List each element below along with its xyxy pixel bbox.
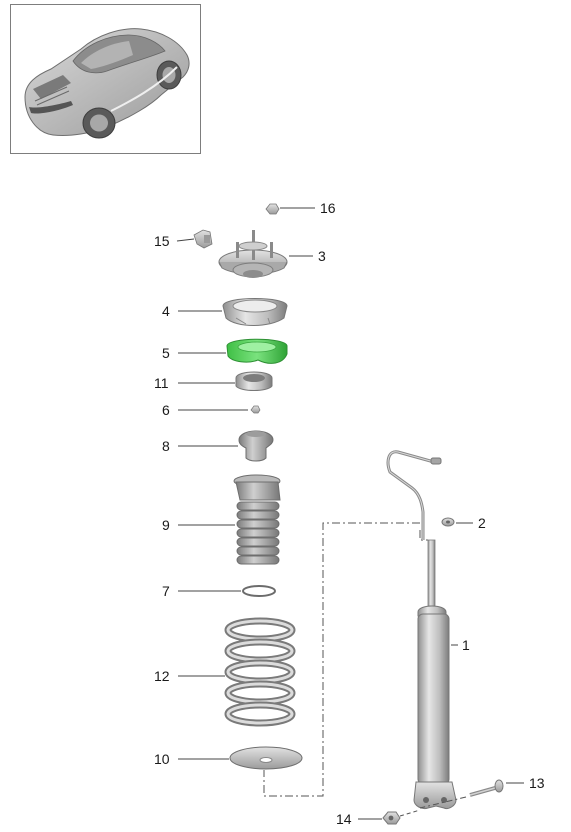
callout-1-label: 1 (462, 637, 470, 653)
part-10-washer-plate (229, 746, 303, 770)
bellows-fold (236, 546, 280, 556)
part-11-spacer-ring (235, 371, 273, 391)
callout-13-label: 13 (529, 775, 545, 791)
bolt-axis-line (419, 796, 467, 809)
part-13-bolt (469, 779, 504, 797)
callout-14[interactable]: 14 (336, 811, 382, 827)
bellows-fold (236, 555, 280, 565)
callout-9-label: 9 (162, 517, 170, 533)
callout-4[interactable]: 4 (162, 303, 222, 319)
part-16-nut (265, 203, 280, 215)
callout-3[interactable]: 3 (289, 248, 326, 264)
part-3-top-mount (218, 230, 288, 278)
callout-13[interactable]: 13 (506, 775, 545, 791)
bellows-fold (236, 537, 280, 547)
part-8-bump-stop (238, 430, 274, 462)
callout-15[interactable]: 15 (154, 233, 195, 249)
bellows-fold (236, 501, 280, 511)
bellows-fold (236, 528, 280, 538)
callout-3-label: 3 (318, 248, 326, 264)
callout-16[interactable]: 16 (280, 200, 336, 216)
callout-2-label: 2 (478, 515, 486, 531)
callout-14-label: 14 (336, 811, 352, 827)
part-9-dust-boot (233, 474, 281, 501)
callout-11-label: 11 (154, 375, 169, 391)
callout-10[interactable]: 10 (154, 751, 229, 767)
part-14-nut (382, 811, 401, 825)
callout-6[interactable]: 6 (162, 402, 248, 418)
callout-6-label: 6 (162, 402, 170, 418)
bellows-fold (236, 510, 280, 520)
callout-layer: 1 2 3 4 5 6 7 (154, 200, 545, 827)
part-12-coil-spring (224, 617, 296, 727)
vehicle-thumbnail (10, 4, 201, 154)
callout-2[interactable]: 2 (456, 515, 486, 531)
callout-15-label: 15 (154, 233, 170, 249)
callout-12-label: 12 (154, 668, 170, 684)
callout-12[interactable]: 12 (154, 668, 225, 684)
callout-8-label: 8 (162, 438, 170, 454)
part-6-nut (250, 405, 261, 414)
callout-1[interactable]: 1 (451, 637, 470, 653)
assembly-line (263, 522, 428, 797)
part-7-o-ring (242, 585, 276, 597)
part-15-clip (193, 229, 213, 249)
spring-coil-highlight (226, 703, 294, 725)
part-5-spacer-highlighted (226, 338, 288, 364)
nut-axis-line (399, 809, 421, 817)
part-4-spring-seat (222, 298, 288, 326)
callout-8[interactable]: 8 (162, 438, 238, 454)
callout-5-label: 5 (162, 345, 170, 361)
part-9-bellows (236, 501, 280, 565)
callout-10-label: 10 (154, 751, 170, 767)
part-1-shock-absorber (386, 450, 457, 809)
callout-9[interactable]: 9 (162, 517, 235, 533)
callout-4-label: 4 (162, 303, 170, 319)
callout-11[interactable]: 11 (154, 375, 235, 391)
callout-7[interactable]: 7 (162, 583, 241, 599)
car-icon (24, 28, 190, 139)
callout-16-label: 16 (320, 200, 336, 216)
bellows-fold (236, 519, 280, 529)
part-2-grommet (441, 517, 455, 527)
callout-5[interactable]: 5 (162, 345, 226, 361)
callout-7-label: 7 (162, 583, 170, 599)
